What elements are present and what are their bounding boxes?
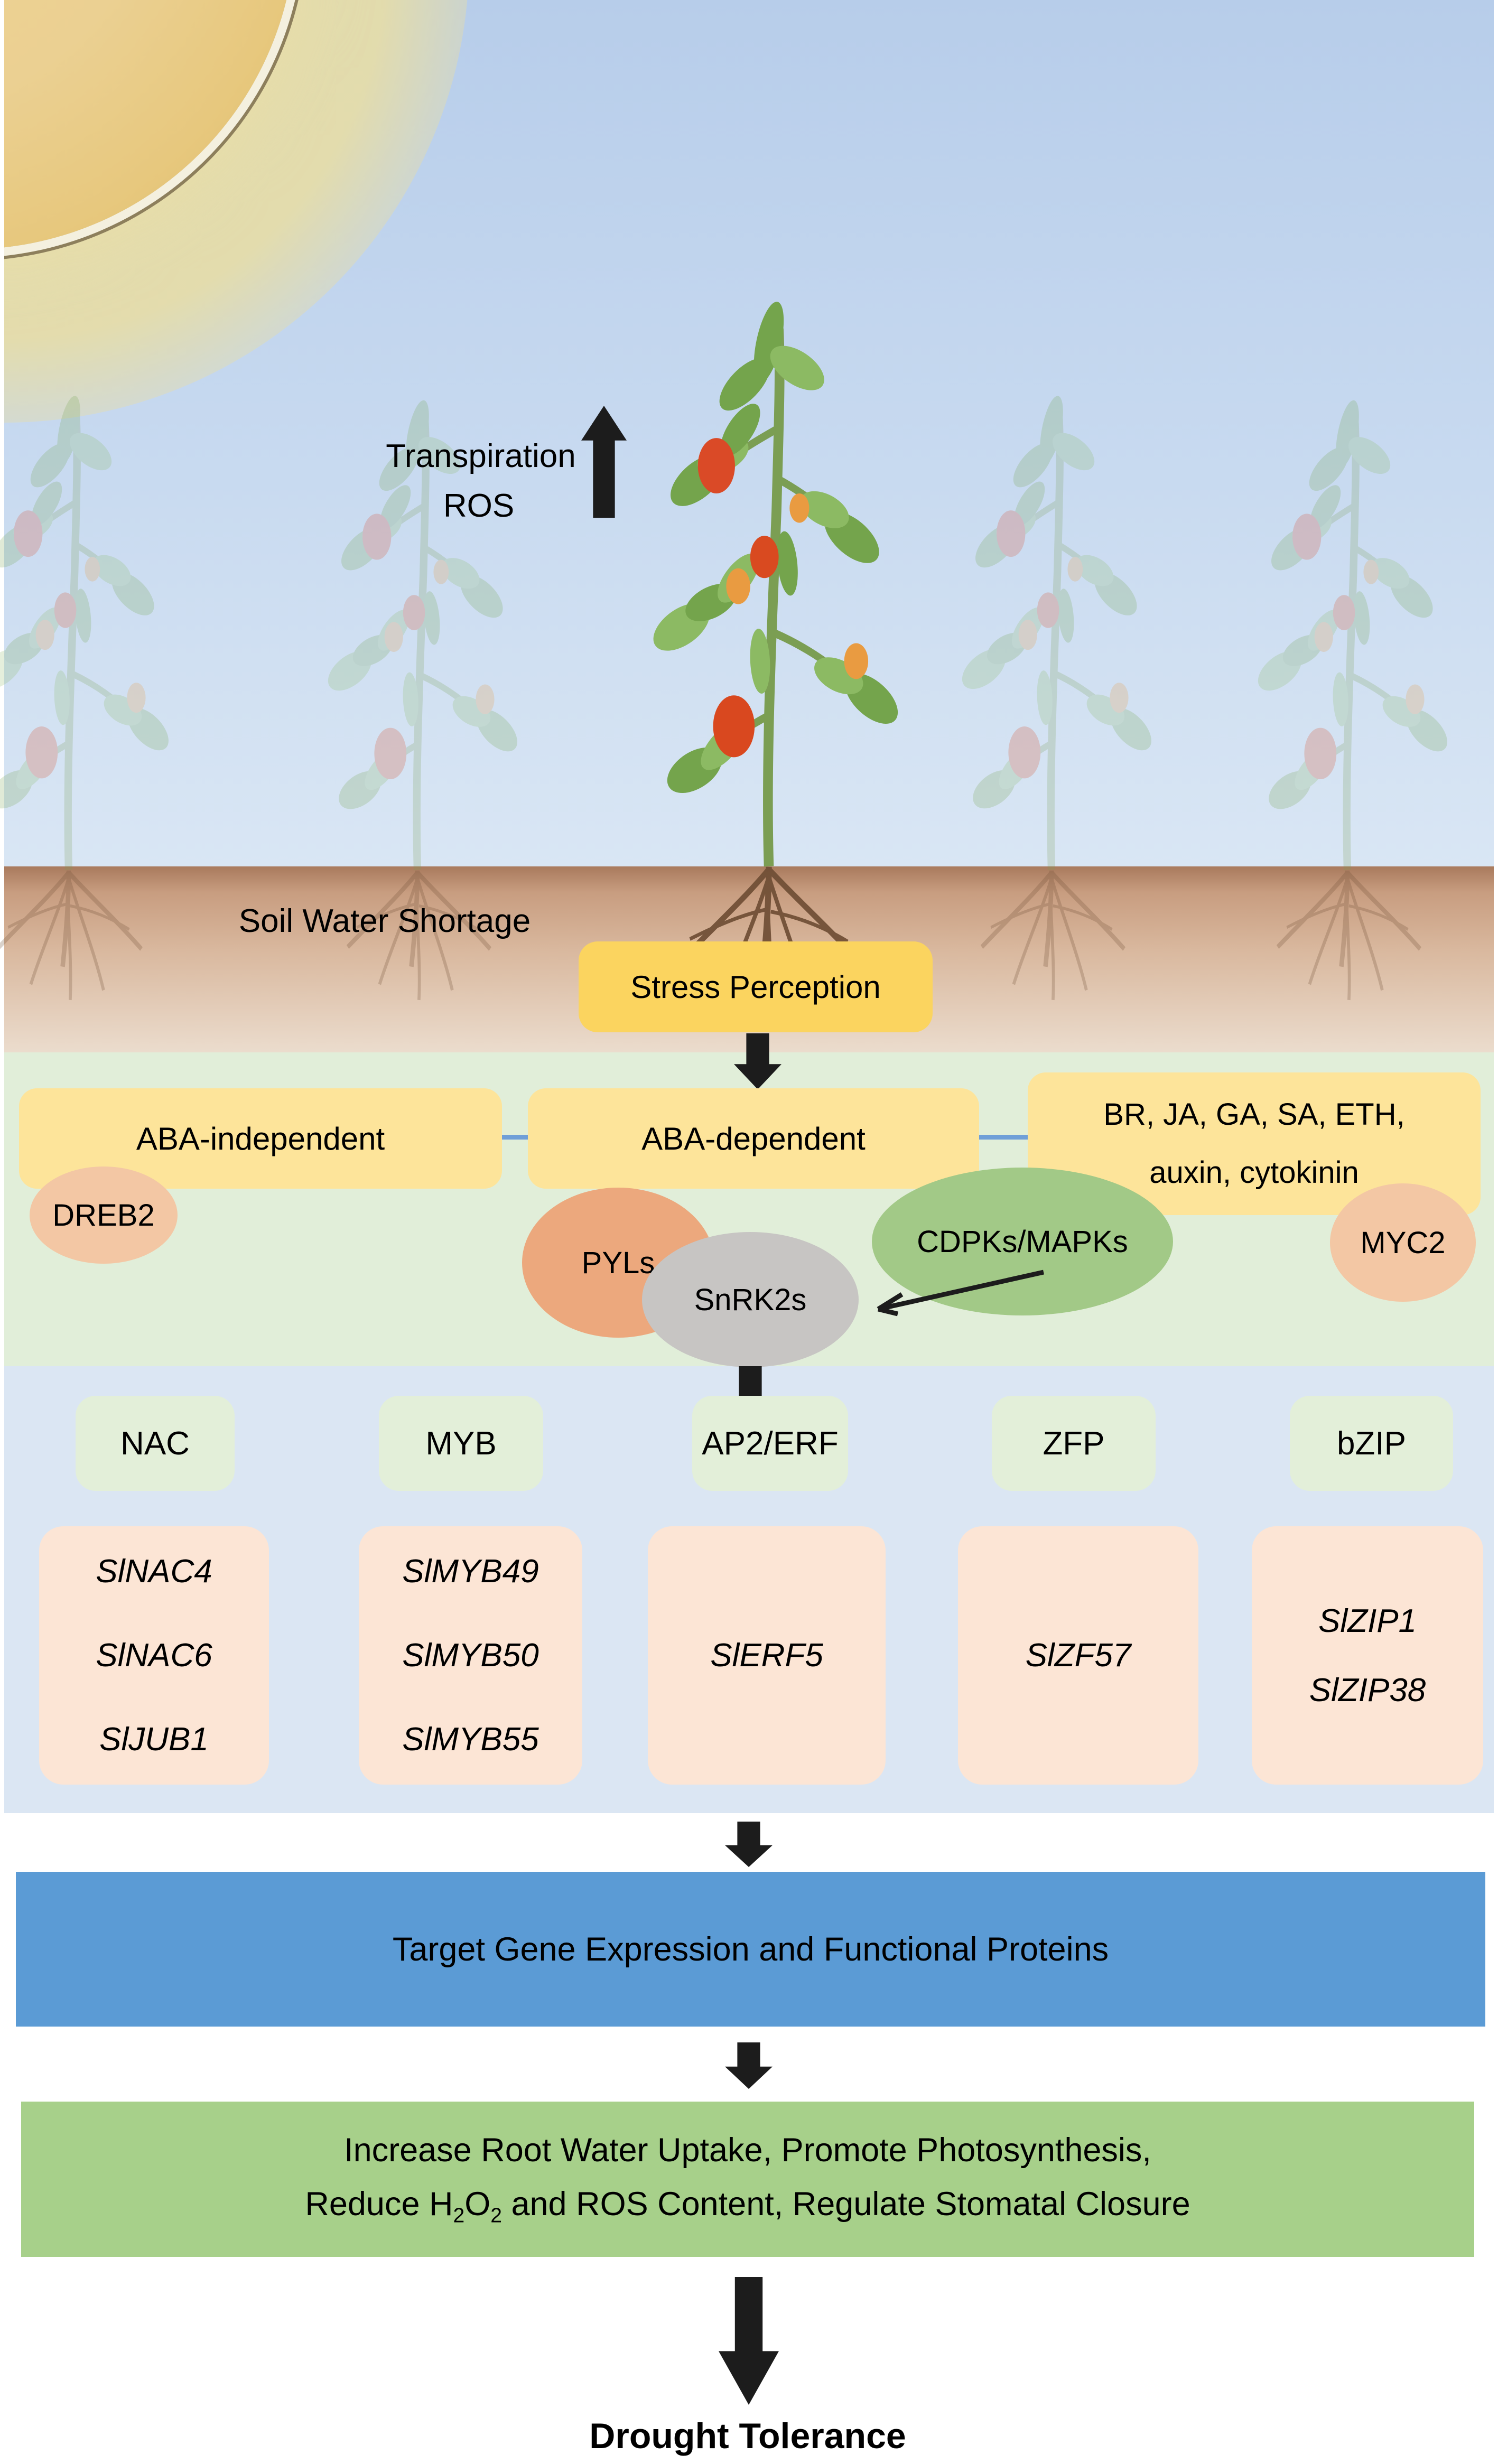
cdpks-mapks-label: CDPKs/MAPKs: [917, 1224, 1128, 1259]
gene-box-bzip: SlZIP1 SlZIP38: [1252, 1526, 1483, 1785]
gene-label: SlJUB1: [99, 1721, 209, 1758]
transpiration-label: Transpiration: [386, 438, 576, 474]
cdpk-to-snrk2-arrow-icon: [877, 1270, 1044, 1317]
target-gene-bar: Target Gene Expression and Functional Pr…: [16, 1872, 1485, 2027]
gene-label: SlNAC6: [96, 1637, 212, 1674]
connector-line: [502, 1135, 528, 1140]
tf-family-label: bZIP: [1337, 1425, 1406, 1462]
tf-family-box-nac: NAC: [76, 1396, 235, 1491]
tf-family-box-bzip: bZIP: [1290, 1396, 1453, 1491]
down-arrow-icon: [719, 2277, 779, 2405]
aba-independent-label: ABA-independent: [136, 1121, 385, 1156]
tf-family-label: AP2/ERF: [702, 1425, 839, 1462]
ros-label: ROS: [443, 488, 515, 524]
pyls-label: PYLs: [581, 1245, 655, 1280]
background-plant-icon: [925, 408, 1178, 873]
gene-label: SlNAC4: [96, 1553, 212, 1590]
background-plant-icon: [0, 408, 196, 873]
background-plant-icon: [1221, 412, 1474, 873]
gene-box-ap2erf: SlERF5: [648, 1526, 886, 1785]
hormones-line1: BR, JA, GA, SA, ETH,: [1103, 1097, 1405, 1132]
benefit-line2: Reduce H2O2 and ROS Content, Regulate St…: [305, 2185, 1190, 2227]
hormones-line2: auxin, cytokinin: [1149, 1155, 1359, 1190]
tf-family-box-myb: MYB: [379, 1396, 543, 1491]
aba-dependent-label: ABA-dependent: [641, 1121, 866, 1156]
tf-family-label: NAC: [120, 1425, 190, 1462]
dreb2-ellipse: DREB2: [30, 1166, 178, 1264]
gene-label: SlMYB55: [402, 1721, 539, 1758]
drought-tolerance-label: Drought Tolerance: [589, 2416, 906, 2456]
cdpks-mapks-ellipse: CDPKs/MAPKs: [872, 1168, 1173, 1315]
gene-label: SlERF5: [710, 1637, 823, 1674]
myc2-ellipse: MYC2: [1330, 1183, 1476, 1302]
dreb2-label: DREB2: [52, 1198, 155, 1233]
gene-label: SlZF57: [1025, 1637, 1131, 1674]
gene-label: SlZIP1: [1318, 1602, 1417, 1639]
gene-label: SlMYB50: [402, 1637, 539, 1674]
gene-box-myb: SlMYB49 SlMYB50 SlMYB55: [359, 1526, 582, 1785]
target-gene-label: Target Gene Expression and Functional Pr…: [392, 1930, 1109, 1968]
connector-line: [979, 1135, 1028, 1140]
benefit-bar: Increase Root Water Uptake, Promote Phot…: [21, 2102, 1474, 2257]
gene-label: SlMYB49: [402, 1553, 539, 1590]
down-arrow-icon: [725, 1822, 773, 1867]
soil-water-shortage-label: Soil Water Shortage: [238, 903, 531, 939]
tf-family-label: ZFP: [1043, 1425, 1105, 1462]
background-roots-icon: [0, 869, 182, 1006]
tf-family-label: MYB: [425, 1425, 497, 1462]
gene-box-zfp: SlZF57: [958, 1526, 1198, 1785]
background-plant-icon: [291, 412, 544, 873]
tf-family-box-zfp: ZFP: [992, 1396, 1156, 1491]
tomato-plant-icon: [605, 316, 933, 870]
myc2-label: MYC2: [1360, 1225, 1446, 1260]
gene-box-nac: SlNAC4 SlNAC6 SlJUB1: [39, 1526, 269, 1785]
benefit-line1: Increase Root Water Uptake, Promote Phot…: [344, 2131, 1151, 2169]
aba-dependent-box: ABA-dependent: [528, 1088, 979, 1189]
stress-perception-label: Stress Perception: [630, 969, 881, 1005]
gene-label: SlZIP38: [1309, 1672, 1426, 1709]
background-roots-icon: [938, 869, 1165, 1006]
tf-family-box-ap2erf: AP2/ERF: [692, 1396, 848, 1491]
snrk2s-label: SnRK2s: [694, 1282, 807, 1317]
down-arrow-icon: [725, 2042, 773, 2089]
snrk2s-ellipse: SnRK2s: [642, 1232, 859, 1367]
stress-perception-box: Stress Perception: [579, 941, 933, 1032]
background-roots-icon: [1234, 869, 1461, 1006]
